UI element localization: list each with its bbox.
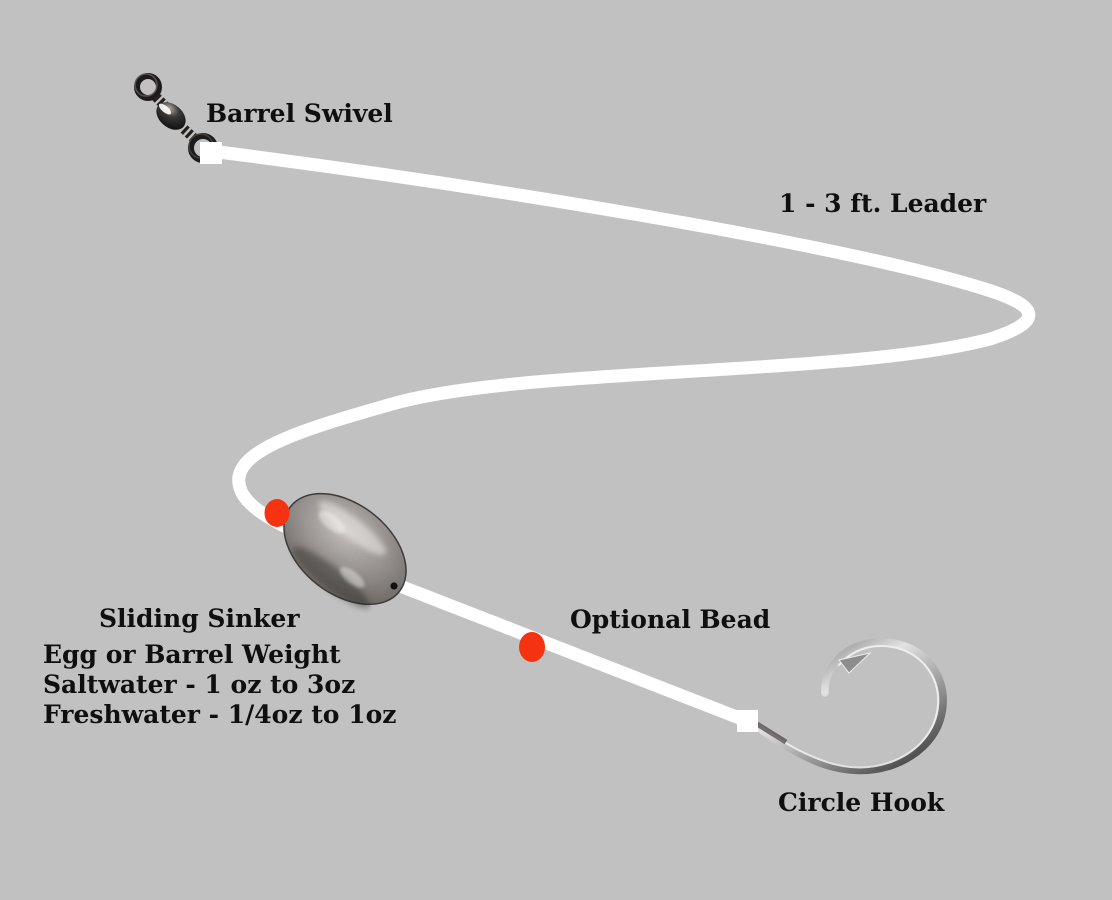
leader-label: 1 - 3 ft. Leader [779,189,987,218]
hook-line-tie [737,710,758,732]
sliding-sinker-label: Sliding Sinker [99,604,300,633]
barrel-swivel-label: Barrel Swivel [206,99,393,128]
hook-barb [838,652,872,674]
circle-hook-label: Circle Hook [778,788,945,817]
egg-sinker-icon [283,492,407,609]
swivel-line-tie [200,142,222,164]
sinker-hole [390,582,398,590]
sinker-weight-type-label: Egg or Barrel Weight [43,640,341,669]
circle-hook-icon [755,638,947,775]
sinker-freshwater-label: Freshwater - 1/4oz to 1oz [43,700,397,729]
barrel-swivel-icon [134,73,218,163]
sinker-bead-icon [264,499,290,527]
leader-line [204,144,1036,728]
optional-bead-icon [519,632,545,662]
optional-bead-label: Optional Bead [570,605,771,634]
sinker-saltwater-label: Saltwater - 1 oz to 3oz [43,670,356,699]
hook-eye-wrap [755,721,788,745]
